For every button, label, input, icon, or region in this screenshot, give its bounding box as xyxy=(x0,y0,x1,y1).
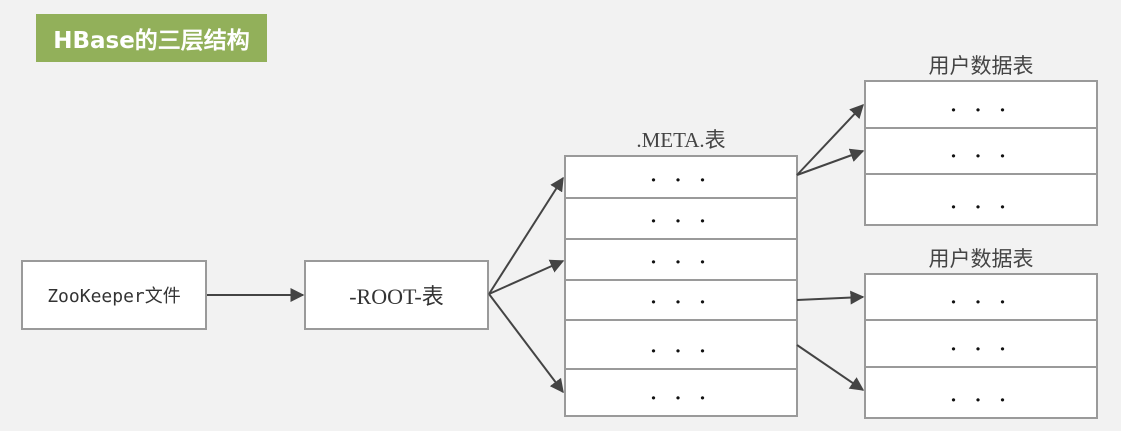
ellipsis: · · · xyxy=(650,252,712,273)
arrow-root-to-meta-row3 xyxy=(488,259,565,295)
arrow-root-to-meta-row6 xyxy=(488,293,564,394)
ellipsis: · · · xyxy=(650,170,712,191)
user-table-2: · · · · · · · · · xyxy=(864,273,1098,419)
user-table-row: · · · xyxy=(866,275,1096,321)
arrow-root-to-meta-row1 xyxy=(488,176,564,295)
ellipsis: · · · xyxy=(950,339,1012,360)
arrow-meta-to-user1-row2 xyxy=(796,148,865,176)
ellipsis: · · · xyxy=(650,292,712,313)
root-table-label: -ROOT-表 xyxy=(349,284,444,309)
meta-table-row: · · · xyxy=(566,370,796,415)
ellipsis: · · · xyxy=(950,390,1012,411)
ellipsis: · · · xyxy=(650,211,712,232)
title-badge: HBase的三层结构 xyxy=(36,14,267,62)
user-table-row: · · · xyxy=(866,321,1096,368)
ellipsis: · · · xyxy=(650,388,712,409)
arrow-meta-to-user2-row1 xyxy=(796,290,865,305)
meta-table-row: · · · xyxy=(566,199,796,240)
zookeeper-file-node: ZooKeeper文件 xyxy=(21,260,207,330)
meta-table-row: · · · xyxy=(566,321,796,370)
user-table-1: · · · · · · · · · xyxy=(864,80,1098,226)
user-table-row: · · · xyxy=(866,368,1096,417)
ellipsis: · · · xyxy=(950,146,1012,167)
user-table-1-label: 用户数据表 xyxy=(928,54,1034,78)
arrow-meta-to-user2-row3 xyxy=(796,344,865,391)
meta-table-row: · · · xyxy=(566,157,796,199)
user-table-row: · · · xyxy=(866,129,1096,175)
meta-table-label: .META.表 xyxy=(636,128,726,152)
user-table-2-label: 用户数据表 xyxy=(928,247,1034,271)
ellipsis: · · · xyxy=(950,197,1012,218)
user-table-row: · · · xyxy=(866,82,1096,129)
meta-table-row: · · · xyxy=(566,281,796,321)
root-table-node: -ROOT-表 xyxy=(304,260,489,330)
arrow-meta-to-user1-row1 xyxy=(796,103,864,176)
meta-table: · · · · · · · · · · · · · · · · · · xyxy=(564,155,798,417)
user-table-row: · · · xyxy=(866,175,1096,224)
ellipsis: · · · xyxy=(950,292,1012,313)
ellipsis: · · · xyxy=(650,341,712,362)
ellipsis: · · · xyxy=(950,100,1012,121)
zookeeper-file-label: ZooKeeper文件 xyxy=(47,286,181,307)
meta-table-row: · · · xyxy=(566,240,796,281)
